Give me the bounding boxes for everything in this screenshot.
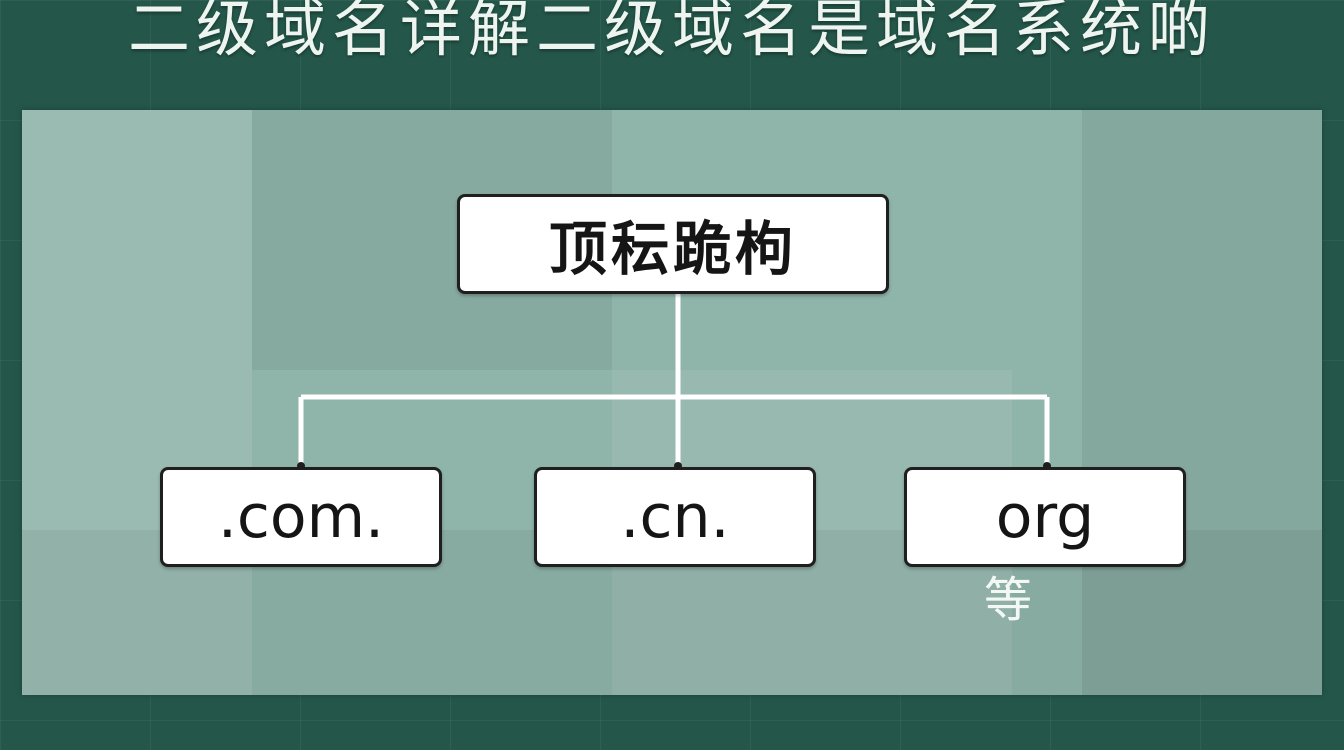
diagram-panel: 顶秐跪枸 .com. .cn. org 等 [22,110,1322,695]
panel-shade [22,110,252,695]
etc-note: 等 [984,572,1033,628]
root-node-label: 顶秐跪枸 [548,215,797,283]
child-node-org: org [904,467,1186,567]
child-node-label: org [995,482,1095,552]
page-title: 二级域名详解二级域名是域名系统啲 [127,0,1216,58]
child-node-com: .com. [160,467,442,567]
child-node-label: .com. [217,482,385,552]
child-node-cn: .cn. [534,467,816,567]
child-node-label: .cn. [620,482,730,552]
root-node-top-level-domain: 顶秐跪枸 [457,194,889,294]
panel-shade [1082,110,1322,695]
